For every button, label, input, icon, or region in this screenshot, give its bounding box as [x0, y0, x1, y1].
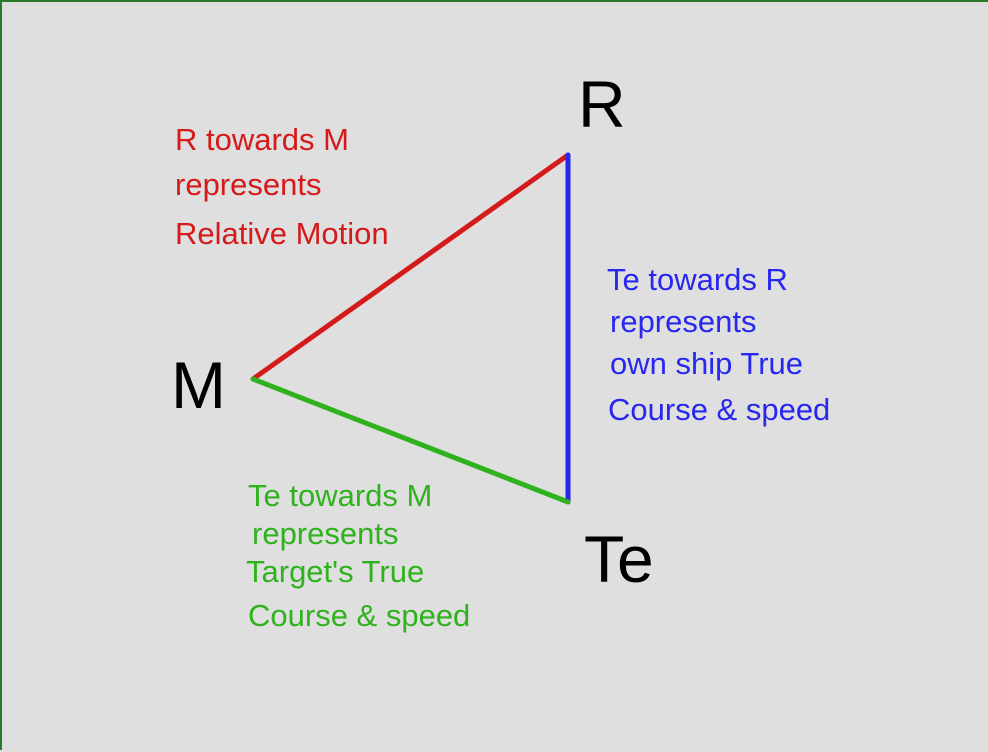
vertex-label-te: Te	[584, 522, 654, 596]
caption-line: Te towards M	[248, 478, 433, 513]
caption-line: Course & speed	[608, 392, 831, 427]
caption-line: own ship True	[610, 346, 803, 381]
vertex-label-m: M	[171, 348, 226, 422]
caption-line: Te towards R	[607, 262, 788, 297]
caption-line: represents	[252, 516, 399, 551]
caption-line: represents	[610, 304, 757, 339]
caption-line: represents	[175, 167, 322, 202]
relative-motion-vector-r-to-m	[250, 152, 571, 382]
caption-line: R towards M	[175, 122, 349, 157]
target-vector-te-to-m	[250, 376, 571, 505]
caption-line: Relative Motion	[175, 216, 389, 251]
caption-line: Target's True	[246, 554, 425, 589]
caption-line: Course & speed	[248, 598, 471, 633]
vertex-label-r: R	[578, 67, 626, 141]
